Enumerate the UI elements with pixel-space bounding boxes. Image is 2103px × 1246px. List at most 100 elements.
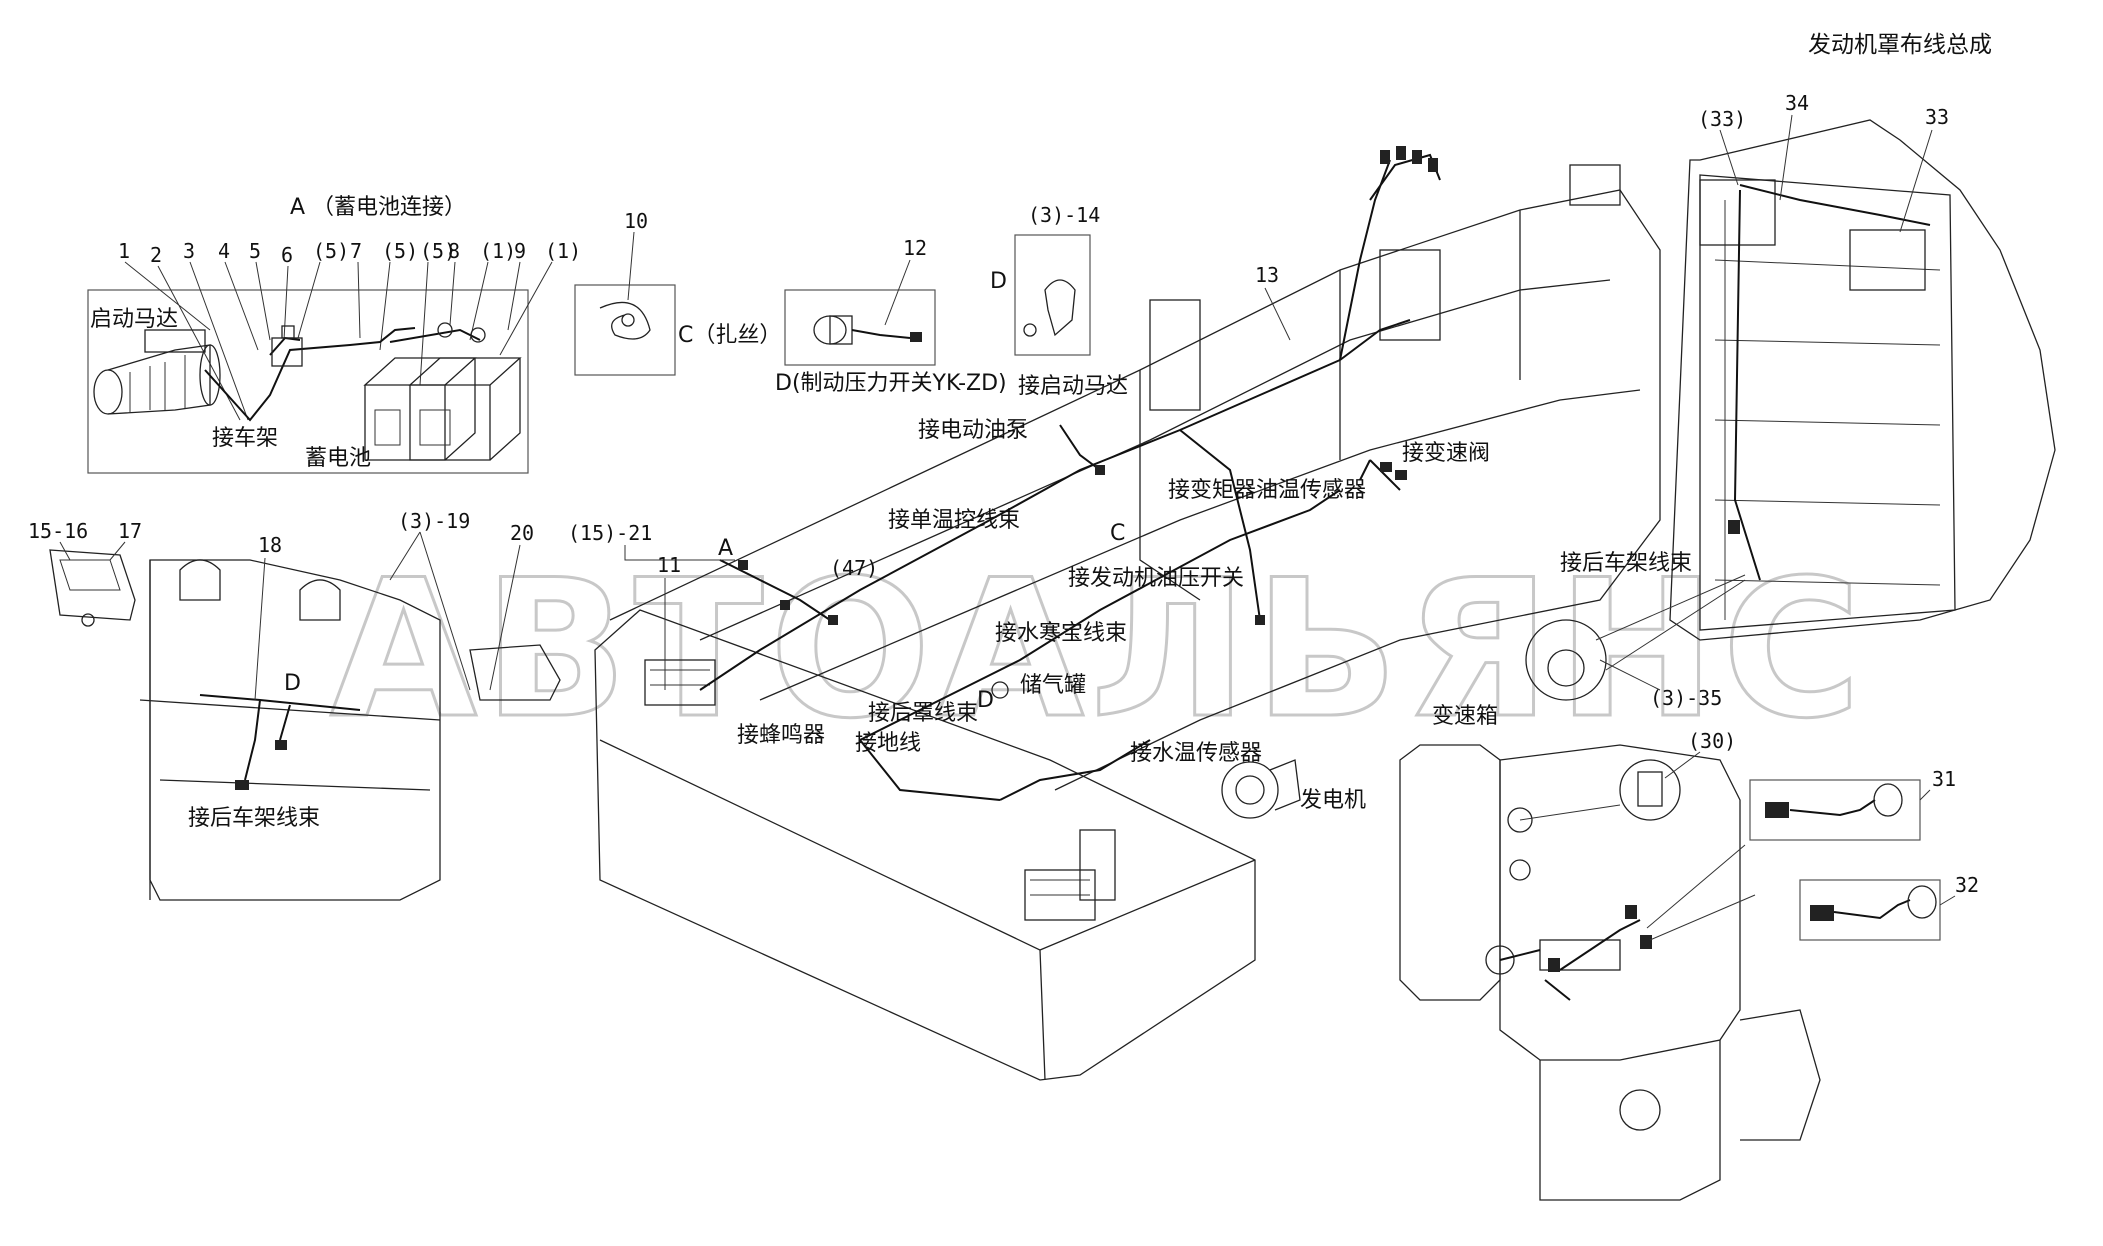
- rear-harness-plug-2: [275, 740, 287, 750]
- callout-10-leader: [627, 231, 635, 301]
- gearbox-lower-housing: [1539, 1040, 1721, 1201]
- hood-assembly-drawing: (33) 34 33 接后车架线束 (3)-35: [1525, 91, 2056, 710]
- hood-lamp-33: [1849, 229, 1926, 291]
- battery-pair-drawing: [363, 322, 522, 461]
- gearbox-harness: [1499, 919, 1641, 1001]
- callout-15-16: 15-16: [28, 519, 88, 543]
- harness-branch-temp: [1179, 429, 1261, 621]
- label-d-mark: D: [977, 688, 994, 713]
- detail-3-14-starter-link: (3)-14 D 接启动马达: [990, 203, 1128, 399]
- rear-harness-plug-1: [235, 780, 249, 790]
- detail-c-label: C（扎丝）: [678, 323, 781, 348]
- detail-d-label: D(制动压力开关YK-ZD): [775, 371, 1007, 396]
- harness-branch-pump: [1059, 424, 1101, 471]
- callout-1b: (1): [480, 239, 516, 263]
- left-tail-lamp: [644, 659, 716, 706]
- callout-18: 18: [258, 533, 282, 557]
- callout-18-leader: [254, 557, 266, 701]
- frame-inner-rail: [699, 279, 1611, 641]
- gearbox-port-2: [1509, 859, 1531, 881]
- callout-33: 33: [1925, 105, 1949, 129]
- callout-30-leader: [1664, 751, 1701, 779]
- callout-6: 6: [281, 243, 293, 267]
- harness-branch-control: [719, 559, 831, 621]
- callout-34: 34: [1785, 91, 1809, 115]
- callout-2: 2: [150, 243, 162, 267]
- detail-c-tie-wire: 10 C（扎丝）: [574, 209, 781, 376]
- label-a-mark: A: [718, 536, 733, 561]
- label-buzzer: 接蜂鸣器: [737, 723, 825, 748]
- counterweight-outline: [594, 609, 1256, 1081]
- label-water-temp-sensor: 接水温传感器: [1130, 741, 1262, 766]
- callout-5c: (5): [382, 239, 418, 263]
- hood-harness: [1733, 184, 1931, 581]
- callout-33a-leader: [1719, 129, 1739, 186]
- hood-grille-bars: [1714, 259, 1941, 586]
- label-shift-valve: 接变速阀: [1402, 441, 1490, 466]
- callout-1c: (1): [545, 239, 581, 263]
- callout-12: 12: [903, 236, 927, 260]
- gearbox-port-3: [1485, 945, 1515, 975]
- gearbox-plug-1: [1625, 905, 1637, 919]
- callout-13: 13: [1255, 263, 1279, 287]
- callout-12-leader: [884, 259, 911, 326]
- frame-mount-2: [1379, 249, 1441, 341]
- callout-4: 4: [218, 239, 230, 263]
- callout-7: 7: [350, 239, 362, 263]
- callout-5: 5: [249, 239, 261, 263]
- left-lamp-17: [49, 549, 136, 621]
- callout-34-leader: [1779, 114, 1793, 201]
- gearbox-left-housing: [1399, 744, 1501, 1001]
- harness-connectors: [738, 146, 1438, 699]
- label-ground-wire: 接地线: [855, 731, 921, 756]
- callout-1: 1: [118, 239, 130, 263]
- callout-11: 11: [657, 553, 681, 577]
- tail-lamp-details: [650, 669, 1090, 896]
- frame-mount-3: [1569, 164, 1621, 206]
- detail-a-frame: [87, 289, 529, 474]
- main-harness-rise: [1339, 159, 1391, 361]
- gearbox-output-flange: [1739, 1009, 1821, 1141]
- callout-32-leader: [1939, 895, 1956, 906]
- frame-lower-rail: [759, 389, 1641, 701]
- detail-3-14-letter: D: [990, 269, 1007, 294]
- starter-bolt: [1023, 323, 1037, 337]
- label-generator: 发电机: [1300, 788, 1366, 813]
- hood-detail-grommet: [1547, 649, 1585, 687]
- callout-15-21-leader: [624, 545, 735, 561]
- label-electric-pump: 接电动油泵: [918, 418, 1028, 443]
- callout-20-leader: [489, 544, 521, 691]
- callout-30: (30): [1688, 729, 1736, 753]
- gearbox-plug-2: [1548, 958, 1560, 972]
- callout-9: 9: [514, 239, 526, 263]
- callout-3: 3: [183, 239, 195, 263]
- label-rear-d-mark: D: [284, 671, 301, 696]
- label-gearbox: 变速箱: [1432, 704, 1498, 729]
- counterweight-edges: [599, 739, 1256, 1081]
- rear-frame-drawing: 15-16 17 18 D 接后车架线束: [28, 519, 561, 901]
- label-frame-connection: 接车架: [212, 426, 278, 451]
- battery-cable-2: [269, 336, 301, 356]
- callout-3-14: (3)-14: [1028, 203, 1100, 227]
- left-lamp-17-lens: [59, 559, 121, 591]
- starter-clip-drawing: [1044, 279, 1076, 337]
- tie-wire-drawing: [599, 301, 651, 340]
- label-starter-motor: 启动马达: [90, 307, 178, 332]
- lamp-17-bolt: [81, 613, 95, 627]
- callout-33a: (33): [1698, 107, 1746, 131]
- gearbox-port-1: [1507, 807, 1533, 833]
- main-harness-lower: [859, 489, 1341, 741]
- callout-20: 20: [510, 521, 534, 545]
- callout-5d: (5): [420, 239, 456, 263]
- sensor-32-drawing: [1799, 879, 1941, 941]
- callout-33-leader: [1899, 129, 1933, 233]
- label-engine-oil-switch: 接发动机油压开关: [1068, 566, 1244, 591]
- callout-32: 32: [1955, 873, 1979, 897]
- label-c-mark: C: [1110, 521, 1125, 546]
- callout-13-leader: [1264, 287, 1291, 341]
- harness-branch-shift: [1359, 459, 1401, 491]
- label-rear-frame-harness-left: 接后车架线束: [188, 806, 320, 831]
- callout-3-19: (3)-19: [398, 509, 470, 533]
- detail-d-brake-switch: 12 D(制动压力开关YK-ZD): [775, 236, 1007, 396]
